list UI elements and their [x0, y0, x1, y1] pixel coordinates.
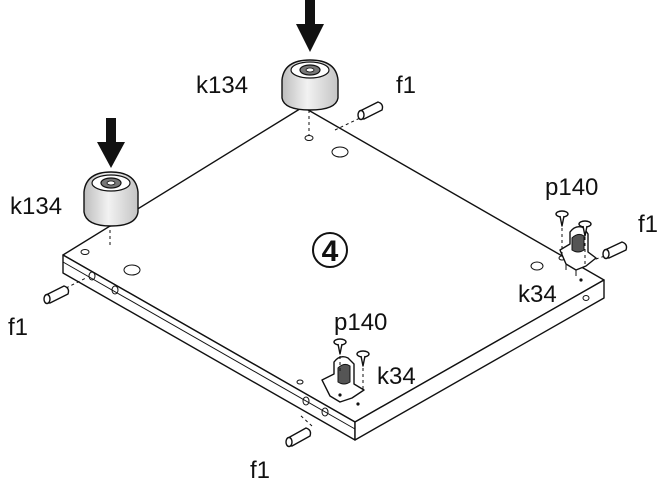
step-circle — [312, 232, 348, 268]
screw-icon — [333, 338, 347, 355]
clip-front — [321, 338, 370, 406]
dowel-label-left: f1 — [8, 314, 28, 341]
dowel-label-back: f1 — [396, 72, 416, 99]
panel-right-edge-face — [354, 279, 605, 441]
screw-icon — [555, 210, 569, 227]
dowel-left — [43, 277, 87, 305]
foot-label-back: k134 — [196, 72, 248, 99]
foot-back — [281, 0, 339, 136]
edge-hole — [88, 271, 96, 281]
dowel-end — [357, 109, 365, 121]
dowel-back — [334, 101, 384, 131]
dowel-front — [285, 414, 313, 448]
screw-icon — [356, 350, 370, 367]
guide-line — [299, 414, 313, 427]
down-arrow-icon — [97, 118, 125, 168]
screw-point — [356, 402, 360, 406]
hole — [296, 379, 304, 385]
hole — [530, 261, 544, 271]
screw-point — [338, 393, 342, 397]
foot-left — [83, 118, 139, 248]
dowel-right — [589, 241, 628, 262]
dowel-end — [602, 248, 610, 260]
edge-hole — [302, 396, 310, 406]
edge-hole — [321, 407, 329, 417]
dowel-end — [43, 293, 51, 305]
clip-recess — [337, 363, 351, 385]
foot-pin — [106, 180, 116, 186]
screw-label-right: p140 — [545, 174, 598, 201]
dowel-label-front: f1 — [250, 457, 270, 482]
foot-pin — [305, 67, 315, 73]
dowel-end — [285, 436, 293, 448]
down-arrow-icon — [296, 0, 324, 52]
screw-label-front: p140 — [334, 309, 387, 336]
step-number: 4 — [322, 235, 339, 268]
edge-hole — [582, 295, 590, 301]
foot-label-left: k134 — [10, 193, 62, 220]
hole — [123, 264, 141, 276]
edge-hole — [111, 285, 119, 295]
screw-icon — [578, 220, 592, 237]
guide-line — [65, 277, 87, 289]
hole — [80, 249, 90, 255]
guide-line — [334, 117, 361, 131]
clip-recess — [571, 233, 585, 253]
clip-right — [555, 210, 597, 282]
screw-point — [579, 278, 583, 282]
step-badge: 4 — [312, 232, 348, 268]
dowel-label-right: f1 — [638, 211, 658, 238]
hole — [331, 146, 349, 158]
panel-holes — [80, 135, 590, 417]
clip-label-right: k34 — [518, 281, 557, 308]
clip-label-front: k34 — [377, 363, 416, 390]
